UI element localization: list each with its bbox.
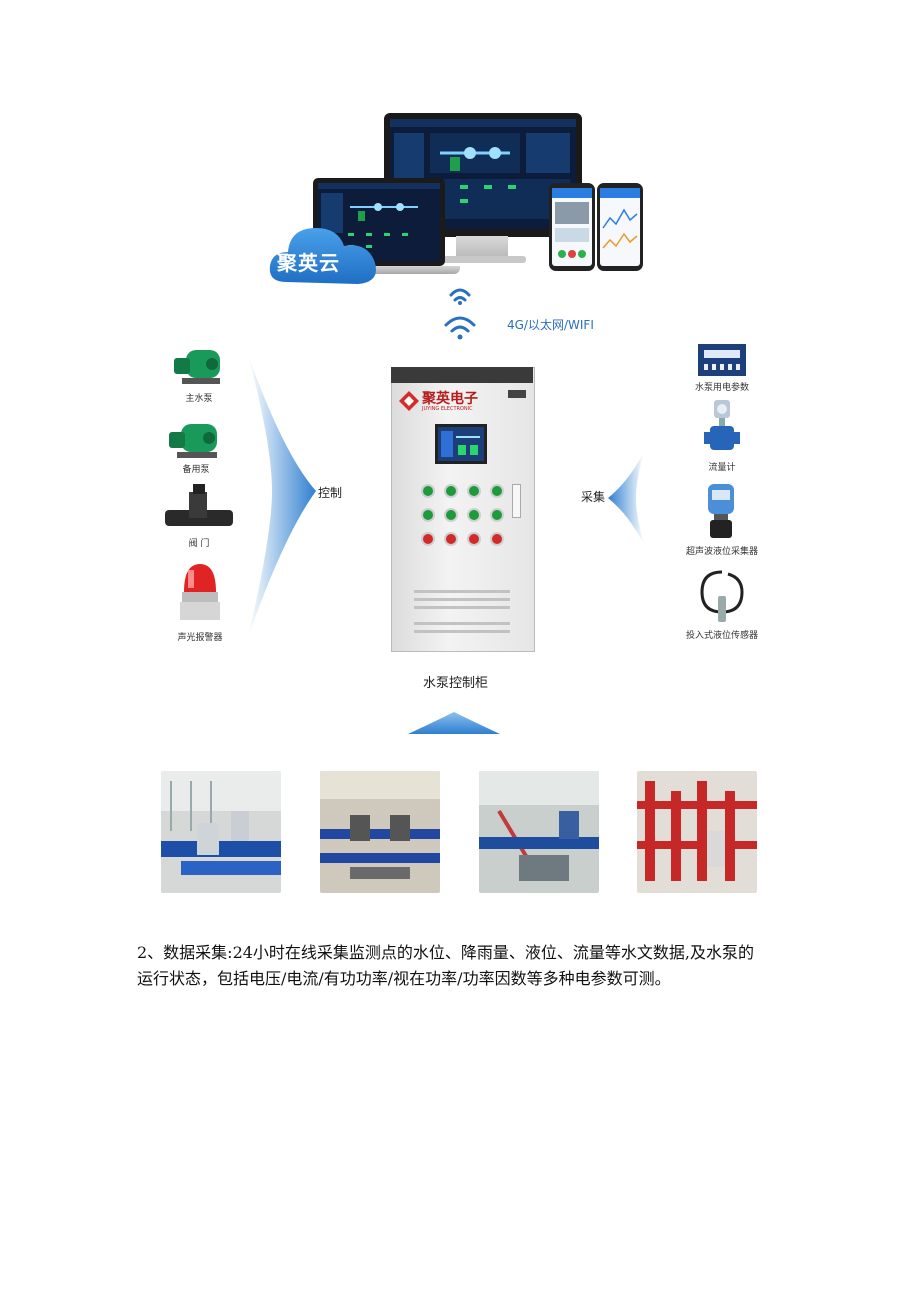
phone-right (597, 183, 643, 271)
indicator-light (492, 486, 502, 496)
laptop-dashboard-graphic (318, 183, 440, 248)
cabinet-brand: 聚英电子 (422, 391, 478, 407)
indicator-light (423, 486, 433, 496)
indicator-light (492, 534, 502, 544)
control-cabinet (391, 367, 535, 652)
cabinet-top (391, 367, 533, 383)
cabinet-caption: 水泵控制柜 (423, 676, 489, 691)
hmi-touchscreen (435, 424, 487, 464)
indicator-light (469, 486, 479, 496)
cabinet-handle (512, 484, 521, 518)
cloud-icon (269, 228, 376, 284)
device-label-submersible: 投入式液位传感器 (685, 631, 758, 641)
main-pump-icon (174, 350, 220, 384)
device-label-flowmeter: 流量计 (708, 463, 736, 473)
wifi-icon (444, 288, 476, 340)
laptop-base (300, 266, 460, 274)
pump-station-photo-1 (161, 771, 281, 893)
up-arrow-shape (408, 712, 500, 734)
indicator-light (446, 510, 456, 520)
indicator-light (446, 486, 456, 496)
cabinet-vent (414, 598, 510, 601)
paragraph-line-2: 运行状态，包括电压/电流/有功功率/视在功率/功率因数等多种电参数可测。 (137, 969, 671, 988)
device-label-backup-pump: 备用泵 (182, 465, 210, 475)
collect-arrow-shape (608, 452, 644, 544)
ultrasonic-level-icon (708, 484, 734, 538)
monitor-screen (390, 119, 576, 229)
network-label: 4G/以太网/WIFI (507, 318, 594, 332)
alarm-light-icon (180, 564, 220, 620)
paragraph-line-1: 2、数据采集:24小时在线采集监测点的水位、降雨量、液位、流量等水文数据,及水泵… (137, 943, 755, 962)
device-label-alarm: 声光报警器 (177, 633, 223, 643)
flowmeter-icon (704, 400, 740, 450)
power-meter-icon (698, 344, 746, 376)
valve-icon (165, 484, 233, 526)
pump-station-photo-3 (479, 771, 599, 893)
indicator-light (469, 534, 479, 544)
indicator-light (423, 510, 433, 520)
cabinet-vent (414, 622, 510, 625)
cloud-label: 聚英云 (277, 251, 340, 275)
pump-station-photo-2 (320, 771, 440, 893)
cabinet-vent (414, 630, 510, 633)
device-label-power-meter: 水泵用电参数 (694, 383, 749, 393)
control-label: 控制 (318, 486, 343, 500)
device-label-valve: 阀 门 (188, 539, 210, 549)
dashboard-graphic (390, 119, 576, 219)
device-label-ultrasonic: 超声波液位采集器 (685, 547, 758, 557)
indicator-light (469, 510, 479, 520)
submersible-sensor-icon (700, 570, 744, 622)
indicator-light (446, 534, 456, 544)
cabinet-vent (414, 590, 510, 593)
control-arrow-shape (248, 355, 316, 637)
phone-left-screen (552, 188, 592, 266)
cabinet-vent (414, 606, 510, 609)
cabinet-meter (508, 390, 526, 398)
monitor-base (440, 256, 526, 263)
cabinet-brand-en: JUYING ELECTRONIC (422, 406, 473, 412)
backup-pump-icon (169, 424, 217, 458)
indicator-light (423, 534, 433, 544)
collect-label: 采集 (581, 490, 606, 504)
phone-left (549, 183, 595, 271)
phone-right-screen (600, 188, 640, 266)
indicator-light (492, 510, 502, 520)
brand-logo-icon (399, 391, 419, 411)
pump-station-photo-4 (637, 771, 757, 893)
monitor-stand (456, 236, 508, 258)
desktop-monitor (384, 113, 582, 237)
paragraph-data-collection: 2、数据采集:24小时在线采集监测点的水位、降雨量、液位、流量等水文数据,及水泵… (137, 940, 797, 992)
device-label-main-pump: 主水泵 (185, 394, 213, 404)
